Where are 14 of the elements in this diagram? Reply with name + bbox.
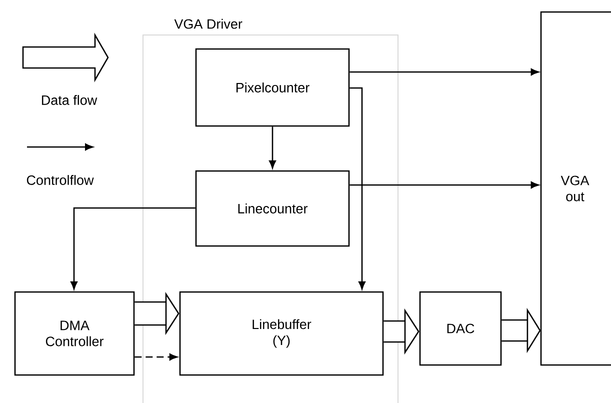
legend-entry: Controlflow bbox=[26, 144, 94, 185]
process-box: Pixelcounter bbox=[195, 48, 350, 127]
arrow bbox=[134, 354, 178, 360]
process-box: DAC bbox=[419, 291, 502, 366]
legend-entry: Data flow bbox=[22, 32, 109, 105]
process-box: Linecounter bbox=[195, 170, 350, 247]
process-box: Linebuffer (Y) bbox=[179, 291, 384, 376]
arrow bbox=[350, 87, 366, 290]
output-box: VGA out bbox=[540, 11, 611, 366]
arrow bbox=[269, 126, 276, 168]
arrow bbox=[70, 207, 196, 290]
process-box: DMA Controller bbox=[14, 291, 135, 376]
arrow bbox=[350, 182, 539, 188]
arrow bbox=[350, 68, 539, 76]
